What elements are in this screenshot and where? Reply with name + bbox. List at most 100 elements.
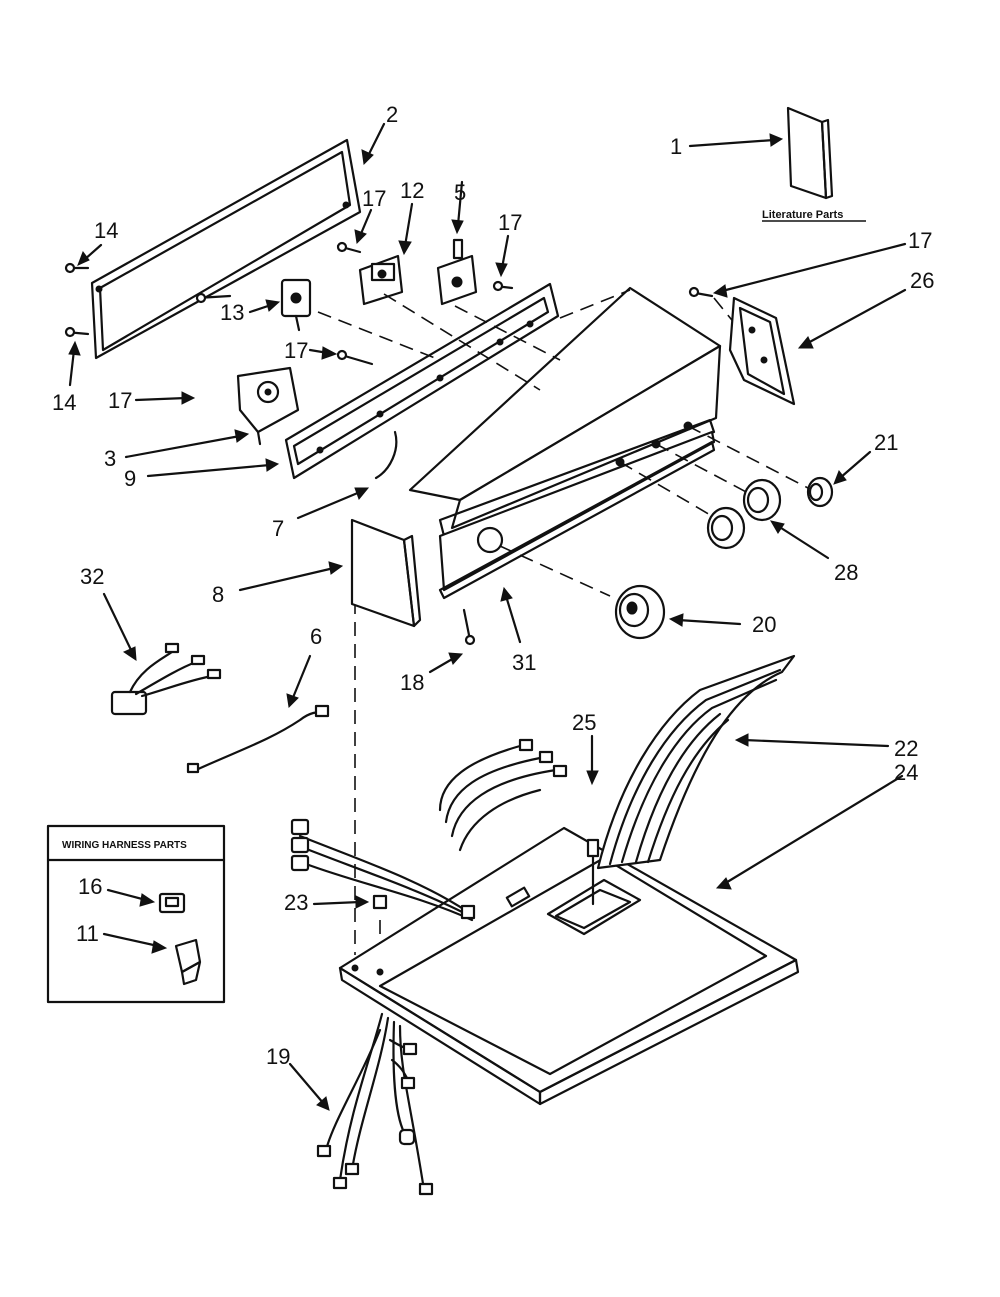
callout-arrow-31 <box>500 586 522 644</box>
part-6-wire <box>186 704 330 774</box>
guide-line-28b <box>655 443 751 495</box>
callout-20: 20 <box>752 612 776 637</box>
part-24-top-panel <box>338 826 800 1106</box>
console-assembly <box>408 286 722 600</box>
callout-6: 6 <box>310 624 322 649</box>
callout-24: 24 <box>894 760 918 785</box>
callout-arrow-16 <box>106 888 156 907</box>
callout-21: 21 <box>874 430 898 455</box>
part-1-literature <box>786 106 834 200</box>
callout-28: 28 <box>834 560 858 585</box>
callout-17-c: 17 <box>908 228 932 253</box>
part-14-screw-upper <box>64 262 90 274</box>
part-17-screw-c <box>688 286 714 298</box>
callout-17-b: 17 <box>498 210 522 235</box>
part-5-switch <box>436 238 478 306</box>
part-20-knob <box>614 584 666 640</box>
literature-parts-caption: Literature Parts <box>762 209 843 221</box>
callout-25: 25 <box>572 710 596 735</box>
part-28-knob-lower <box>706 506 746 550</box>
callout-arrow-23 <box>312 895 370 909</box>
callout-17-e: 17 <box>108 388 132 413</box>
guide-line-9 <box>559 289 631 319</box>
part-8-side-panel <box>350 518 422 628</box>
callout-arrow-22 <box>734 733 890 748</box>
callout-9: 9 <box>124 466 136 491</box>
guide-line-21 <box>687 425 809 489</box>
callout-14-upper: 14 <box>94 218 118 243</box>
callout-arrow-11 <box>102 932 168 954</box>
callout-arrow-3 <box>124 429 250 459</box>
callout-arrow-17c <box>712 242 907 298</box>
callout-14-lower: 14 <box>52 390 76 415</box>
callout-arrow-8 <box>238 561 344 592</box>
part-19-harness <box>316 1012 434 1196</box>
callout-arrow-12 <box>398 202 414 256</box>
callout-17-d: 17 <box>284 338 308 363</box>
part-7-wire <box>374 430 398 480</box>
callout-31: 31 <box>512 650 536 675</box>
part-16-connector <box>158 892 186 914</box>
part-18-screw <box>462 608 476 646</box>
callout-17-a: 17 <box>362 186 386 211</box>
callout-11: 11 <box>76 921 99 946</box>
callout-arrow-32 <box>102 592 137 661</box>
callout-arrow-17d <box>308 346 338 360</box>
guide-line-20 <box>499 545 611 597</box>
callout-3: 3 <box>104 446 116 471</box>
wiring-harness-box-title: WIRING HARNESS PARTS <box>62 840 187 851</box>
callout-8: 8 <box>212 582 224 607</box>
callout-32: 32 <box>80 564 104 589</box>
callout-arrow-20 <box>668 613 742 627</box>
guide-line-5 <box>454 305 561 361</box>
callout-arrow-19 <box>288 1062 330 1111</box>
guide-line-28a <box>619 461 713 517</box>
part-26-endcap <box>728 296 796 406</box>
part-17-screw-a <box>336 241 362 254</box>
callout-arrow-7 <box>296 487 370 520</box>
callout-arrow-24 <box>715 774 904 890</box>
guide-line-12 <box>383 293 541 391</box>
callout-arrow-26 <box>797 288 907 349</box>
callout-19: 19 <box>266 1044 290 1069</box>
callout-arrow-18 <box>428 652 464 674</box>
callout-12: 12 <box>400 178 424 203</box>
part-17-screw-e <box>195 292 232 304</box>
part-21-knob <box>806 476 834 508</box>
callout-2: 2 <box>386 102 398 127</box>
part-23-clip <box>372 894 388 910</box>
callout-arrow-21 <box>833 450 872 485</box>
part-28-knob-upper <box>742 478 782 522</box>
callout-arrow-25 <box>586 734 599 786</box>
callout-23: 23 <box>284 890 308 915</box>
callout-arrow-5 <box>451 180 464 235</box>
part-9-bracket <box>284 282 560 480</box>
callout-arrow-28 <box>769 520 830 560</box>
callout-16: 16 <box>78 874 102 899</box>
part-25-screw <box>586 838 600 906</box>
callout-5: 5 <box>454 180 466 205</box>
part-17-screw-d <box>336 349 374 366</box>
wiring-harness-box <box>46 824 226 1004</box>
callout-arrow-14-lower <box>68 340 81 387</box>
callout-22: 22 <box>894 736 918 761</box>
callout-arrow-6 <box>286 654 312 709</box>
guide-line-13 <box>317 311 441 361</box>
callout-18: 18 <box>400 670 424 695</box>
part-3-timer <box>236 366 300 446</box>
part-17-screw-b <box>492 280 514 292</box>
callout-arrow-17b <box>495 234 510 278</box>
part-32-connector <box>110 642 222 716</box>
callout-7: 7 <box>272 516 284 541</box>
callout-13: 13 <box>220 300 244 325</box>
callout-1: 1 <box>670 134 682 159</box>
part-2-rear-panel <box>90 138 362 360</box>
main-harness-wires <box>290 738 568 922</box>
callout-arrow-14-upper <box>77 243 103 266</box>
callout-arrow-2 <box>361 122 386 166</box>
callout-26: 26 <box>910 268 934 293</box>
part-22-harness <box>596 654 796 870</box>
part-11-terminal <box>174 938 202 986</box>
callout-arrow-17e <box>134 391 196 405</box>
